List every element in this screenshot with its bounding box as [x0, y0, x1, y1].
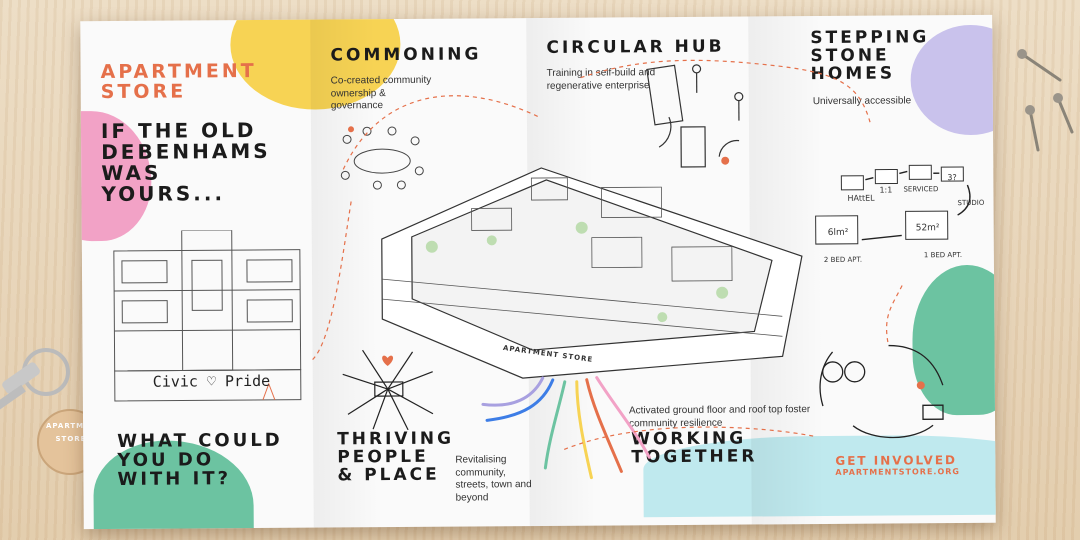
screws-icon: [1017, 49, 1074, 152]
apartment-store-building-illustration: [381, 167, 803, 379]
brochure: APARTMENT STORE IF THE OLD DEBENHAMS WAS…: [80, 14, 996, 530]
housing-pathway-diagram: [815, 164, 971, 245]
keyring-tag-text: APARTMENT STORE: [46, 422, 103, 443]
self-build-sketch: [646, 64, 744, 168]
journey-dashed-path: [312, 59, 903, 451]
reuse-cycle-sketch: [819, 344, 944, 439]
thriving-arrows-sketch: [342, 349, 434, 431]
debenhams-building-sketch: [113, 229, 302, 402]
coloured-ribbons: [481, 376, 651, 480]
commoning-meeting-sketch: [340, 126, 424, 190]
